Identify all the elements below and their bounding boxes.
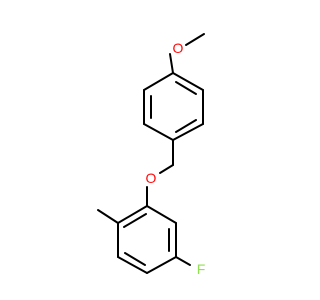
methoxy-oxygen-atom: O (171, 40, 185, 56)
upper-ring-double-bond-3 (175, 81, 197, 95)
lower-ring-bond-4 (146, 256, 177, 274)
fluorine-atom: F (194, 261, 208, 277)
methoxy-methyl-bond (185, 33, 205, 46)
upper-ring-bond-1 (143, 72, 174, 91)
fluorine-bond (175, 256, 191, 266)
molecule-canvas: O O F (97, 33, 208, 277)
lower-ring-bond-1 (117, 205, 148, 224)
lower-ring-bond-3 (117, 256, 148, 274)
methyl-bond (97, 209, 119, 224)
methoxy-oxygen-label: O (173, 40, 184, 56)
lower-ring-bond-6 (146, 205, 177, 224)
molecule-structure-diagram: O O F (97, 33, 208, 277)
upper-ring-bond-3 (143, 123, 174, 141)
benzyl-oxygen-bond (159, 164, 174, 174)
lower-ring-double-bond-1 (123, 213, 147, 228)
fluorine-label: F (197, 261, 206, 277)
methoxy-oxygen-ring-bond (169, 53, 174, 74)
upper-ring-double-bond-2 (175, 119, 197, 133)
lower-ring-double-bond-2 (124, 252, 146, 266)
upper-ring-bond-6 (172, 72, 204, 91)
ether-oxygen-atom: O (144, 170, 158, 186)
upper-ring-bond-4 (172, 123, 204, 141)
ether-oxygen-label: O (146, 170, 157, 186)
